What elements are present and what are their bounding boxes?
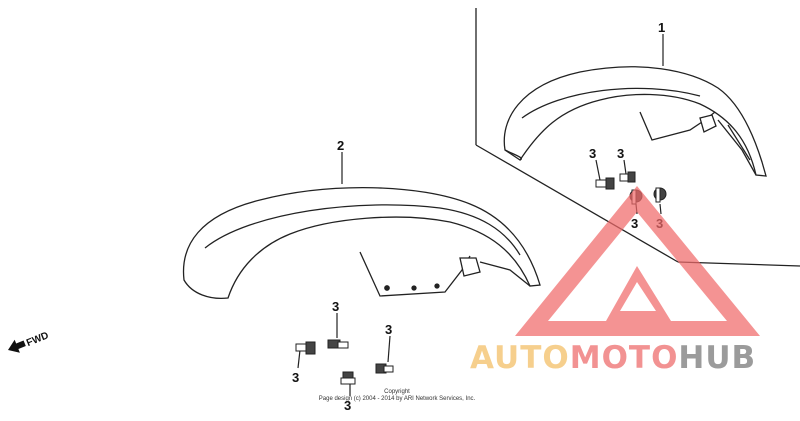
- part-label-2: 2: [337, 138, 344, 153]
- watermark-brand: AUTOMOTOHUB: [470, 340, 756, 376]
- bolt-lower-4: [340, 371, 356, 385]
- copyright-text: Page design (c) 2004 - 2014 by ARI Netwo…: [319, 396, 476, 402]
- bolt-lower-1: [295, 341, 316, 355]
- part-label-1: 1: [658, 20, 665, 35]
- fwd-label: FWD: [25, 330, 50, 349]
- bolt-label: 3: [344, 398, 351, 413]
- bolt-lower-2: [327, 339, 349, 349]
- front-fender-1[interactable]: [503, 66, 767, 177]
- bolt-label: 3: [617, 146, 624, 161]
- bolt-upper-4: [653, 187, 667, 203]
- arrow-left-icon: [8, 339, 26, 353]
- bolt-label: 3: [631, 216, 638, 231]
- bolt-upper-2: [619, 171, 636, 183]
- bolt-lower-3: [375, 363, 394, 374]
- bolt-label: 3: [332, 299, 339, 314]
- bolt-label: 3: [292, 370, 299, 385]
- bolt-label: 3: [385, 322, 392, 337]
- front-fender-2[interactable]: [182, 187, 541, 300]
- bolt-upper-1: [595, 177, 615, 190]
- copyright-title: Copyright: [384, 389, 410, 395]
- brand-hub: HUB: [678, 340, 756, 376]
- brand-auto: AUTO: [470, 340, 570, 376]
- brand-moto: MOTO: [570, 340, 679, 376]
- fwd-arrow: FWD: [8, 330, 50, 353]
- watermark-triangle-icon: [515, 186, 760, 336]
- watermark-logo: [515, 186, 760, 336]
- bolt-label: 3: [589, 146, 596, 161]
